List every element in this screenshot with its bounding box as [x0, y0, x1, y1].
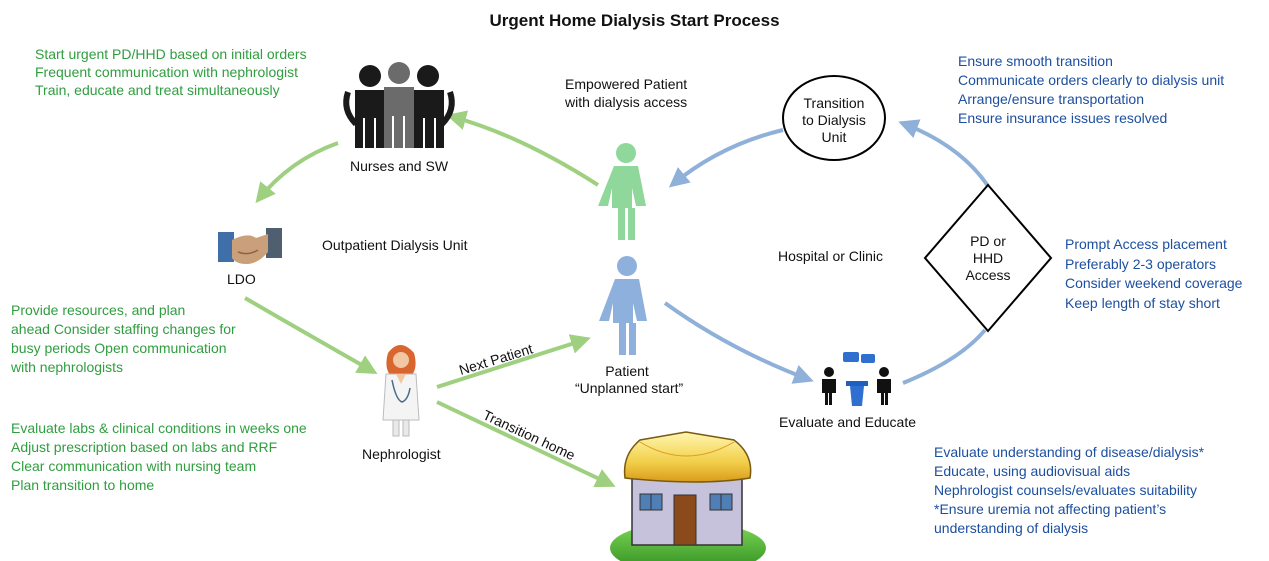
nephrologist-note-line: Evaluate labs & clinical conditions in w…	[11, 420, 307, 436]
arrow-transition-to-empowered	[668, 128, 784, 188]
arrow-evaluate-to-access	[902, 328, 987, 385]
doctor-icon	[382, 345, 420, 437]
handshake-icon	[218, 228, 282, 264]
nurses-label: Nurses and SW	[350, 158, 449, 174]
transition-note-line: Arrange/ensure transportation	[958, 91, 1144, 107]
ldo-label: LDO	[227, 271, 256, 287]
evaluate-note-line: Nephrologist counsels/evaluates suitabil…	[934, 482, 1198, 498]
transition-note-line: Ensure smooth transition	[958, 53, 1113, 69]
access-note-line: Keep length of stay short	[1065, 295, 1220, 311]
arrow-next-patient	[436, 334, 591, 389]
arrow-transition-home	[436, 400, 616, 488]
transition-node	[782, 75, 886, 161]
evaluate-note-line: *Ensure uremia not affecting patient’s	[934, 501, 1167, 517]
access-decision-node	[923, 183, 1053, 333]
arrow-ldo-to-nephrologist	[243, 296, 378, 374]
nurses-note-line: Train, educate and treat simultaneously	[35, 82, 280, 98]
evaluate-label: Evaluate and Educate	[779, 414, 916, 430]
ldo-note-line: Provide resources, and plan	[11, 302, 186, 318]
access-line2: HHD	[972, 250, 1004, 266]
access-note-line: Consider weekend coverage	[1065, 275, 1243, 291]
ldo-note-line: ahead Consider staffing changes for	[11, 321, 236, 337]
arrow-patient-to-evaluate	[663, 301, 814, 384]
transition-note-line: Communicate orders clearly to dialysis u…	[958, 72, 1225, 88]
zone-outpatient-label: Outpatient Dialysis Unit	[322, 237, 468, 253]
transition-line2: to Dialysis	[802, 112, 866, 128]
ldo-note-line: with nephrologists	[11, 359, 124, 375]
patient-icon	[599, 256, 647, 355]
arrow-nurses-to-ldo	[255, 141, 339, 204]
transition-note-line: Ensure insurance issues resolved	[958, 110, 1168, 126]
nephrologist-note-line: Plan transition to home	[11, 477, 155, 493]
access-note-line: Preferably 2-3 operators	[1065, 256, 1216, 272]
house-icon	[610, 431, 766, 561]
transition-line1: Transition	[803, 95, 865, 111]
patient-unplanned-label-line1: Patient	[605, 363, 649, 379]
nurses-note-line: Frequent communication with nephrologist	[35, 64, 299, 80]
empowered-patient-label-line2: with dialysis access	[565, 94, 688, 110]
transition-line3: Unit	[821, 129, 847, 145]
group-of-people-icon	[343, 62, 455, 148]
arrow-empowered-to-nurses	[446, 110, 600, 187]
zone-hospital-label: Hospital or Clinic	[778, 248, 884, 264]
patient-unplanned-label-line2: “Unplanned start”	[575, 380, 684, 396]
ldo-note-line: busy periods Open communication	[11, 340, 227, 356]
nephrologist-label: Nephrologist	[362, 446, 441, 462]
evaluate-note-line: understanding of dialysis	[934, 520, 1089, 536]
evaluate-note-line: Educate, using audiovisual aids	[934, 463, 1131, 479]
empowered-patient-label-line1: Empowered Patient	[565, 76, 688, 92]
evaluate-note-line: Evaluate understanding of disease/dialys…	[934, 444, 1205, 460]
nephrologist-note-line: Adjust prescription based on labs and RR…	[11, 439, 278, 455]
access-note-line: Prompt Access placement	[1065, 236, 1227, 252]
diagram-title: Urgent Home Dialysis Start Process	[489, 11, 780, 30]
access-line3: Access	[965, 267, 1011, 283]
meeting-icon	[822, 352, 891, 406]
arrow-access-to-transition	[898, 119, 990, 188]
nurses-note-line: Start urgent PD/HHD based on initial ord…	[35, 46, 307, 62]
nephrologist-note-line: Clear communication with nursing team	[11, 458, 257, 474]
empowered-patient-icon	[598, 143, 646, 240]
access-line1: PD or	[970, 233, 1006, 249]
